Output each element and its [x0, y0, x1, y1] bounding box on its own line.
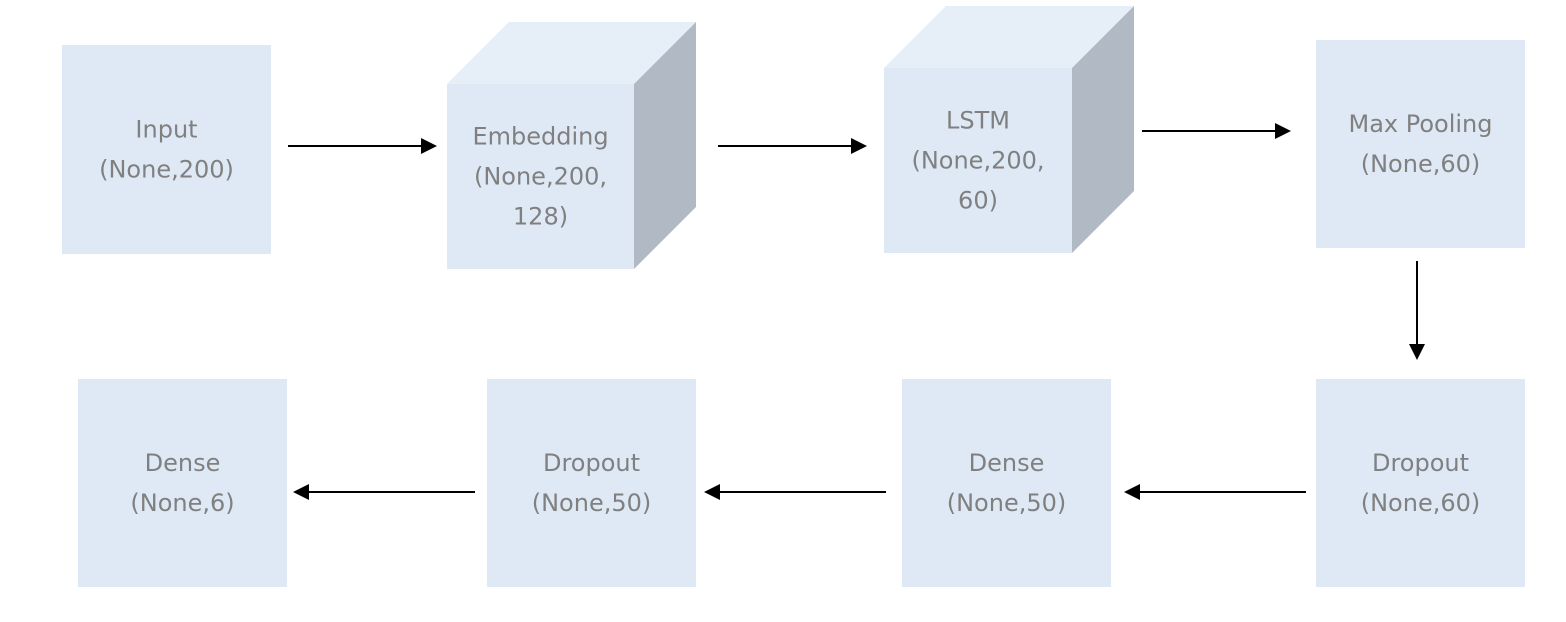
arrowhead-icon: [1124, 484, 1140, 500]
node-lstm-label-1: (None,200,: [911, 147, 1044, 175]
arrowhead-icon: [851, 138, 867, 154]
arrowhead-icon: [1275, 123, 1291, 139]
edge-input-to-embedding: [288, 138, 437, 154]
node-maxpool-label-1: (None,60): [1361, 150, 1481, 178]
node-dropout1-front-face: [1316, 379, 1525, 587]
arrowhead-icon: [1409, 344, 1425, 360]
node-input-front-face: [62, 45, 271, 254]
node-dense2-label-1: (None,6): [130, 489, 234, 517]
node-dropout2-label-0: Dropout: [543, 449, 640, 477]
edge-dense1-to-dropout2: [704, 484, 886, 500]
node-lstm-top-face: [884, 6, 1134, 68]
node-dense1-label-1: (None,50): [947, 489, 1067, 517]
node-embedding-label-2: 128): [513, 203, 568, 231]
node-lstm: LSTM (None,200, 60): [884, 6, 1134, 253]
arrowhead-icon: [421, 138, 437, 154]
node-dropout2: Dropout (None,50): [487, 379, 696, 587]
node-dense2-label-0: Dense: [145, 449, 221, 477]
node-embedding-label-1: (None,200,: [474, 163, 607, 191]
node-dropout2-front-face: [487, 379, 696, 587]
node-maxpool-label-0: Max Pooling: [1348, 110, 1492, 138]
arrowhead-icon: [704, 484, 720, 500]
arrowhead-icon: [293, 484, 309, 500]
node-dense2: Dense (None,6): [78, 379, 287, 587]
node-input-label-1: (None,200): [99, 156, 234, 184]
edge-maxpool-to-dropout1: [1409, 261, 1425, 360]
node-dense1-front-face: [902, 379, 1111, 587]
node-maxpool: Max Pooling (None,60): [1316, 40, 1525, 248]
node-dropout1-label-1: (None,60): [1361, 489, 1481, 517]
edge-dropout1-to-dense1: [1124, 484, 1306, 500]
node-embedding-label-0: Embedding: [472, 123, 608, 151]
node-lstm-label-2: 60): [958, 187, 998, 215]
node-embedding-side-face: [634, 22, 696, 269]
edge-embedding-to-lstm: [718, 138, 867, 154]
node-input: Input (None,200): [62, 45, 271, 254]
node-embedding-top-face: [447, 22, 696, 84]
node-dropout1-label-0: Dropout: [1372, 449, 1469, 477]
node-lstm-front-face: [884, 68, 1072, 253]
node-maxpool-front-face: [1316, 40, 1525, 248]
edge-lstm-to-maxpool: [1142, 123, 1291, 139]
node-lstm-side-face: [1072, 6, 1134, 253]
node-embedding-front-face: [447, 84, 634, 269]
node-dense2-front-face: [78, 379, 287, 587]
node-dense1-label-0: Dense: [969, 449, 1045, 477]
edge-dropout2-to-dense2: [293, 484, 475, 500]
node-embedding: Embedding (None,200, 128): [447, 22, 696, 269]
node-dropout1: Dropout (None,60): [1316, 379, 1525, 587]
node-dense1: Dense (None,50): [902, 379, 1111, 587]
node-lstm-label-0: LSTM: [946, 107, 1010, 135]
node-input-label-0: Input: [135, 116, 197, 144]
node-dropout2-label-1: (None,50): [532, 489, 652, 517]
